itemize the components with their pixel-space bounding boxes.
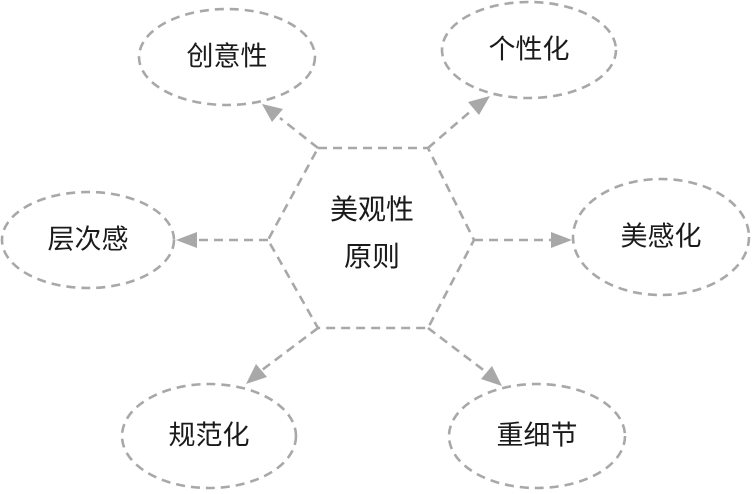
- arrow-standardization-icon: [246, 364, 267, 384]
- center-title-line2: 原则: [344, 240, 400, 273]
- node-personalization-ellipse: [440, 0, 618, 100]
- node-aesthetics-label: 美感化: [621, 222, 702, 253]
- node-standardization-ellipse: [120, 382, 298, 490]
- arrow-layering-icon: [176, 232, 197, 248]
- node-creativity-label: 创意性: [187, 42, 268, 73]
- arrow-creativity-icon: [262, 104, 283, 122]
- node-layering-label: 层次感: [48, 225, 129, 256]
- center-title-line1: 美观性: [330, 193, 414, 226]
- node-layering-ellipse: [0, 190, 176, 290]
- node-detail-ellipse: [447, 382, 627, 490]
- node-standardization-label: 规范化: [169, 421, 250, 452]
- connector-detail: [427, 326, 487, 374]
- node-personalization-label: 个性化: [489, 35, 570, 66]
- node-detail-label: 重细节: [497, 421, 578, 452]
- arrow-aesthetics-icon: [551, 232, 572, 248]
- connector-personalization: [427, 109, 473, 149]
- node-aesthetics-ellipse: [571, 177, 751, 297]
- connector-creativity: [279, 116, 319, 150]
- node-creativity-ellipse: [137, 7, 317, 107]
- arrow-detail-icon: [481, 366, 502, 386]
- center-hexagon: [266, 146, 476, 330]
- connector-standardization: [261, 326, 319, 372]
- arrow-personalization-icon: [468, 96, 490, 115]
